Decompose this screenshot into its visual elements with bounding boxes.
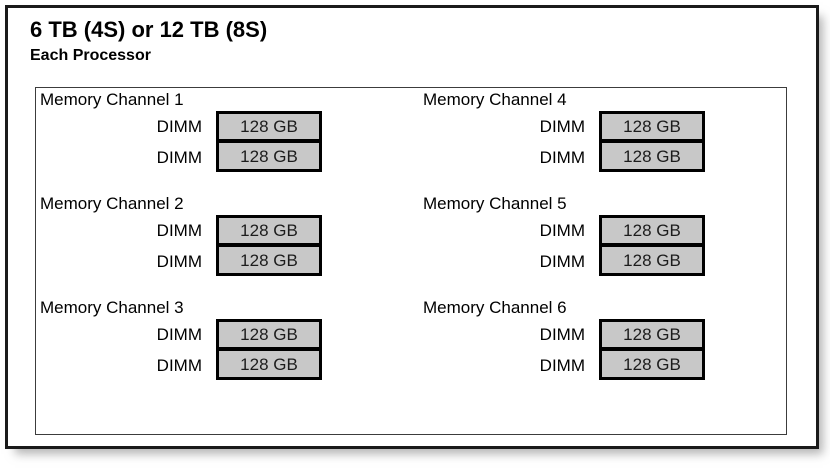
dimm-capacity-box: 128 GB <box>599 215 705 246</box>
memory-configuration-card: 6 TB (4S) or 12 TB (8S) Each Processor M… <box>5 5 819 449</box>
dimm-capacity-box: 128 GB <box>599 349 705 380</box>
dimm-label: DIMM <box>539 117 585 136</box>
page-title: 6 TB (4S) or 12 TB (8S) <box>30 17 268 42</box>
dimm-label: DIMM <box>539 148 585 167</box>
dimm-capacity-box: 128 GB <box>216 349 322 380</box>
memory-channel-label-3: Memory Channel 3 <box>40 298 184 317</box>
dimm-label-column-5: DIMM DIMM <box>423 215 599 277</box>
memory-channel-group-5: Memory Channel 5 DIMM DIMM 128 GB 128 GB <box>423 192 786 296</box>
dimm-slots-3: DIMM DIMM 128 GB 128 GB <box>40 319 411 381</box>
dimm-slots-6: DIMM DIMM 128 GB 128 GB <box>423 319 786 381</box>
dimm-capacity-box: 128 GB <box>216 141 322 172</box>
dimm-label: DIMM <box>539 356 585 375</box>
dimm-label-column-6: DIMM DIMM <box>423 319 599 381</box>
memory-channel-label-1: Memory Channel 1 <box>40 90 184 109</box>
dimm-label: DIMM <box>156 325 202 344</box>
channel-column-right: Memory Channel 4 DIMM DIMM 128 GB 128 GB <box>411 88 786 434</box>
subtitle-each-processor: Each Processor <box>30 47 151 64</box>
dimm-capacity-box: 128 GB <box>216 215 322 246</box>
dimm-label: DIMM <box>156 148 202 167</box>
dimm-box-stack-2: 128 GB 128 GB <box>216 215 322 276</box>
dimm-box-stack-4: 128 GB 128 GB <box>599 111 705 172</box>
dimm-label-column-2: DIMM DIMM <box>40 215 216 277</box>
dimm-capacity-box: 128 GB <box>599 141 705 172</box>
heading-block: 6 TB (4S) or 12 TB (8S) Each Processor <box>30 17 770 66</box>
memory-channel-label-5: Memory Channel 5 <box>423 194 567 213</box>
memory-channel-label-6: Memory Channel 6 <box>423 298 567 317</box>
dimm-label: DIMM <box>539 221 585 240</box>
dimm-label: DIMM <box>539 252 585 271</box>
memory-channel-group-6: Memory Channel 6 DIMM DIMM 128 GB 128 GB <box>423 296 786 400</box>
dimm-box-stack-3: 128 GB 128 GB <box>216 319 322 380</box>
memory-channel-label-2: Memory Channel 2 <box>40 194 184 213</box>
dimm-slots-5: DIMM DIMM 128 GB 128 GB <box>423 215 786 277</box>
dimm-label: DIMM <box>156 221 202 240</box>
dimm-label-column-1: DIMM DIMM <box>40 111 216 173</box>
dimm-capacity-box: 128 GB <box>599 319 705 350</box>
memory-channels-panel: Memory Channel 1 DIMM DIMM 128 GB 128 GB <box>35 87 787 435</box>
dimm-slots-4: DIMM DIMM 128 GB 128 GB <box>423 111 786 173</box>
dimm-slots-1: DIMM DIMM 128 GB 128 GB <box>40 111 411 173</box>
dimm-slots-2: DIMM DIMM 128 GB 128 GB <box>40 215 411 277</box>
memory-channel-group-1: Memory Channel 1 DIMM DIMM 128 GB 128 GB <box>40 88 411 192</box>
memory-channel-group-4: Memory Channel 4 DIMM DIMM 128 GB 128 GB <box>423 88 786 192</box>
dimm-box-stack-5: 128 GB 128 GB <box>599 215 705 276</box>
dimm-capacity-box: 128 GB <box>216 245 322 276</box>
dimm-label: DIMM <box>156 117 202 136</box>
dimm-label-column-3: DIMM DIMM <box>40 319 216 381</box>
memory-channel-label-4: Memory Channel 4 <box>423 90 567 109</box>
dimm-capacity-box: 128 GB <box>599 245 705 276</box>
dimm-capacity-box: 128 GB <box>599 111 705 142</box>
dimm-label-column-4: DIMM DIMM <box>423 111 599 173</box>
dimm-capacity-box: 128 GB <box>216 111 322 142</box>
channel-columns: Memory Channel 1 DIMM DIMM 128 GB 128 GB <box>36 88 786 434</box>
dimm-label: DIMM <box>156 356 202 375</box>
dimm-label: DIMM <box>156 252 202 271</box>
memory-channel-group-2: Memory Channel 2 DIMM DIMM 128 GB 128 GB <box>40 192 411 296</box>
channel-column-left: Memory Channel 1 DIMM DIMM 128 GB 128 GB <box>36 88 411 434</box>
dimm-capacity-box: 128 GB <box>216 319 322 350</box>
dimm-box-stack-1: 128 GB 128 GB <box>216 111 322 172</box>
dimm-box-stack-6: 128 GB 128 GB <box>599 319 705 380</box>
dimm-label: DIMM <box>539 325 585 344</box>
memory-channel-group-3: Memory Channel 3 DIMM DIMM 128 GB 128 GB <box>40 296 411 400</box>
